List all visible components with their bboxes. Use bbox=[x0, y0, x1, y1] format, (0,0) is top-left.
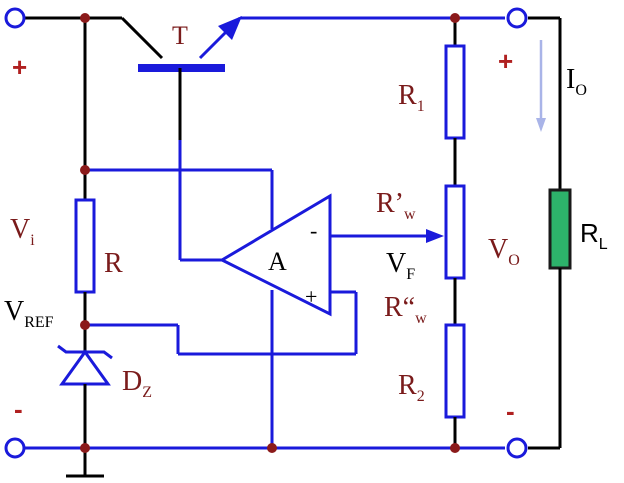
reference-branch bbox=[57, 18, 113, 478]
label-output-minus: - bbox=[506, 396, 515, 426]
labels: T A - + Vi R VREF DZ R1 R’w VF R“w R2 VO bbox=[4, 21, 608, 426]
potentiometer-rw bbox=[444, 184, 466, 280]
label-output-plus: + bbox=[498, 46, 513, 76]
zener-diode bbox=[57, 344, 113, 386]
terminals bbox=[4, 7, 528, 459]
label-opamp-plus: + bbox=[305, 284, 317, 309]
junction-nodes bbox=[80, 13, 460, 453]
label-rw2: R“w bbox=[384, 292, 427, 327]
voltage-divider bbox=[444, 18, 466, 448]
output-terminal-top bbox=[506, 7, 528, 29]
label-io: IO bbox=[566, 64, 587, 99]
label-opamp: A bbox=[268, 247, 287, 276]
label-r: R bbox=[104, 248, 123, 279]
label-rw1: R’w bbox=[376, 188, 416, 223]
label-input-plus: + bbox=[12, 52, 27, 82]
resistor-r bbox=[74, 198, 96, 294]
label-vi: Vi bbox=[10, 214, 35, 249]
resistor-r2 bbox=[444, 323, 466, 419]
input-terminal-bottom bbox=[4, 437, 26, 459]
load-resistor-rl bbox=[548, 188, 572, 270]
label-vref: VREF bbox=[4, 296, 54, 331]
opamp-a bbox=[85, 168, 444, 448]
load-branch bbox=[536, 18, 572, 448]
label-vo: VO bbox=[488, 234, 520, 269]
label-r1: R1 bbox=[398, 80, 425, 115]
label-dz: DZ bbox=[122, 366, 152, 401]
label-input-minus: - bbox=[14, 394, 23, 424]
output-terminal-bottom bbox=[506, 437, 528, 459]
input-terminal-top bbox=[4, 7, 26, 29]
label-opamp-minus: - bbox=[310, 218, 317, 243]
resistor-r1 bbox=[444, 44, 466, 140]
label-transistor: T bbox=[172, 21, 188, 50]
label-r2: R2 bbox=[398, 370, 425, 405]
label-rl: RL bbox=[580, 218, 608, 253]
transistor-t bbox=[120, 16, 242, 262]
feedback-arrow-icon bbox=[426, 229, 444, 243]
label-vf: VF bbox=[386, 248, 415, 283]
emitter-arrow-icon bbox=[218, 16, 242, 40]
current-arrow-icon bbox=[536, 118, 546, 132]
